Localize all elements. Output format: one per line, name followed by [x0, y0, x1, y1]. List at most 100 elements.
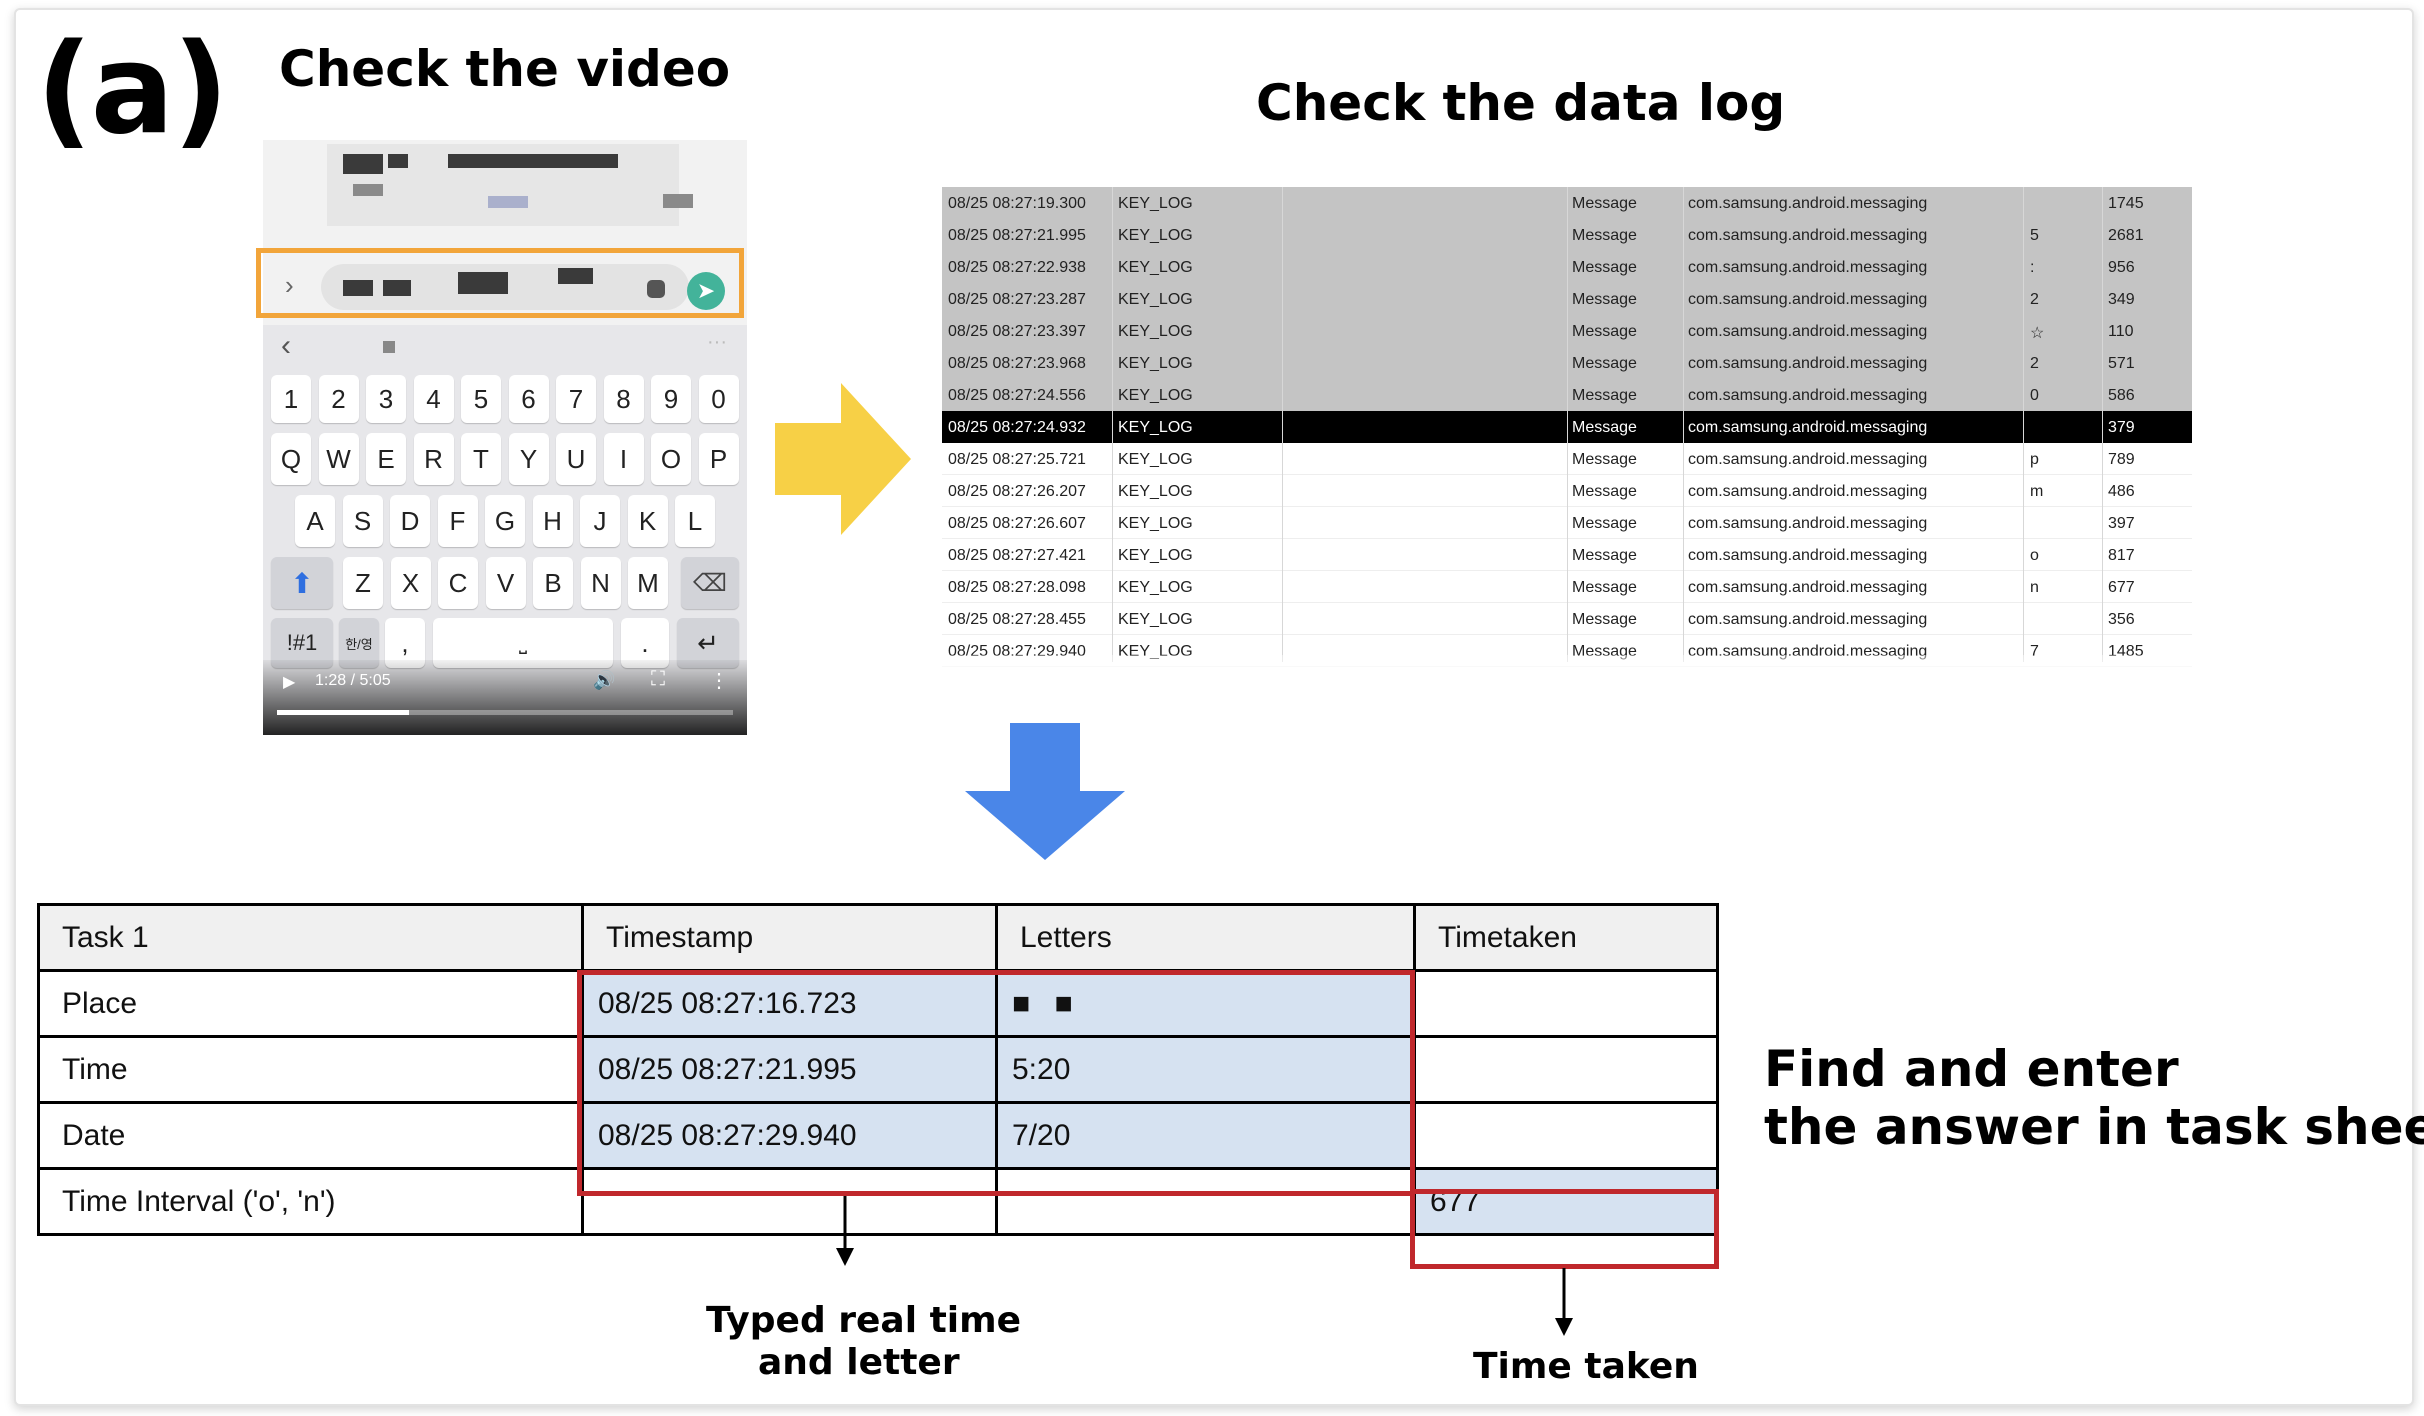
heading-check-log: Check the data log [1256, 74, 1786, 132]
enter-icon: ↵ [697, 627, 719, 658]
log-cell-pkg: com.samsung.android.messaging [1688, 451, 1928, 468]
key-8[interactable]: 8 [603, 375, 644, 423]
log-cell-ts: 08/25 08:27:21.995 [948, 227, 1086, 244]
pixelated-text [343, 154, 383, 174]
timetaken-cell[interactable]: 677 [1413, 1167, 1719, 1236]
row-label: Place [37, 969, 584, 1038]
log-cell-type: KEY_LOG [1118, 579, 1193, 596]
key-y[interactable]: Y [508, 433, 549, 485]
log-column-divider [1112, 187, 1113, 662]
log-cell-type: KEY_LOG [1118, 547, 1193, 564]
language-key[interactable]: 한/영 [339, 618, 379, 668]
backspace-key[interactable]: ⌫ [681, 557, 739, 609]
timestamp-cell[interactable]: 08/25 08:27:21.995 [581, 1035, 998, 1104]
timestamp-cell[interactable]: 08/25 08:27:29.940 [581, 1101, 998, 1170]
letters-cell[interactable]: 5:20 [995, 1035, 1416, 1104]
log-cell-ch: 2 [2030, 355, 2039, 372]
pixelated-text [343, 280, 373, 296]
timestamp-cell[interactable] [581, 1167, 998, 1236]
key-w[interactable]: W [318, 433, 359, 485]
key-e[interactable]: E [366, 433, 406, 485]
log-cell-app: Message [1572, 611, 1637, 628]
key-s[interactable]: S [342, 495, 383, 547]
log-cell-pkg: com.samsung.android.messaging [1688, 515, 1928, 532]
more-icon[interactable]: ··· [707, 331, 727, 353]
log-cell-pkg: com.samsung.android.messaging [1688, 611, 1928, 628]
key-h[interactable]: H [532, 495, 573, 547]
key-c[interactable]: C [438, 557, 478, 609]
period-key[interactable]: . [621, 618, 669, 668]
letters-cell[interactable] [995, 1167, 1416, 1236]
table-row: Time Interval ('o', 'n') 677 [37, 1167, 1719, 1236]
key-6[interactable]: 6 [508, 375, 549, 423]
key-7[interactable]: 7 [556, 375, 596, 423]
back-chevron-icon[interactable]: ‹ [281, 329, 291, 362]
key-o[interactable]: O [651, 433, 691, 485]
play-icon[interactable]: ▶ [283, 674, 296, 691]
key-i[interactable]: I [603, 433, 644, 485]
key-n[interactable]: N [580, 557, 621, 609]
key-p[interactable]: P [698, 433, 739, 485]
key-5[interactable]: 5 [461, 375, 501, 423]
log-cell-ms: 349 [2108, 291, 2135, 308]
heading-check-video: Check the video [279, 40, 731, 98]
log-cell-ch: : [2030, 259, 2035, 276]
log-cell-ts: 08/25 08:27:19.300 [948, 195, 1086, 212]
timetaken-cell[interactable] [1413, 1035, 1719, 1104]
key-1[interactable]: 1 [271, 375, 311, 423]
shift-key[interactable]: ⬆ [271, 557, 333, 609]
key-b[interactable]: B [533, 557, 573, 609]
red-box-timestamp-letters [577, 970, 1415, 1196]
key-k[interactable]: K [627, 495, 668, 547]
space-key[interactable]: ⎵ [433, 618, 613, 668]
key-u[interactable]: U [556, 433, 596, 485]
log-cell-app: Message [1572, 259, 1637, 276]
symbol-key[interactable]: !#1 [271, 618, 333, 668]
timetaken-cell[interactable] [1413, 969, 1719, 1038]
key-r[interactable]: R [413, 433, 454, 485]
key-3[interactable]: 3 [366, 375, 406, 423]
key-x[interactable]: X [390, 557, 431, 609]
video-menu-icon[interactable]: ⋮ [709, 670, 729, 692]
key-v[interactable]: V [485, 557, 526, 609]
log-cell-app: Message [1572, 355, 1637, 372]
key-z[interactable]: Z [343, 557, 383, 609]
log-cell-app: Message [1572, 387, 1637, 404]
log-cell-type: KEY_LOG [1118, 355, 1193, 372]
key-4[interactable]: 4 [413, 375, 454, 423]
pixelated-text [558, 268, 593, 284]
key-a[interactable]: A [295, 495, 335, 547]
pixelated-text [383, 280, 411, 296]
chevron-right-icon[interactable]: › [285, 270, 294, 300]
send-icon[interactable]: ➤ [687, 272, 725, 310]
key-j[interactable]: J [580, 495, 620, 547]
timetaken-cell[interactable] [1413, 1101, 1719, 1170]
heading-find-line2: the answer in task sheet [1764, 1098, 2424, 1156]
volume-icon[interactable]: 🔊 [593, 670, 616, 690]
log-cell-ts: 08/25 08:27:27.421 [948, 547, 1086, 564]
key-l[interactable]: L [675, 495, 715, 547]
sticker-icon[interactable] [647, 280, 665, 298]
log-cell-pkg: com.samsung.android.messaging [1688, 483, 1928, 500]
key-0[interactable]: 0 [698, 375, 739, 423]
enter-key[interactable]: ↵ [677, 618, 739, 668]
pixelated-text [388, 154, 408, 168]
log-cell-ms: 956 [2108, 259, 2135, 276]
key-2[interactable]: 2 [318, 375, 359, 423]
blue-arrow-down [965, 723, 1125, 860]
key-m[interactable]: M [628, 557, 668, 609]
key-d[interactable]: D [390, 495, 430, 547]
letters-cell[interactable]: 7/20 [995, 1101, 1416, 1170]
key-t[interactable]: T [461, 433, 501, 485]
log-cell-app: Message [1572, 547, 1637, 564]
log-cell-app: Message [1572, 419, 1637, 436]
header-timestamp: Timestamp [581, 903, 998, 972]
key-q[interactable]: Q [271, 433, 311, 485]
key-g[interactable]: G [485, 495, 525, 547]
key-f[interactable]: F [437, 495, 478, 547]
video-progress-track[interactable] [277, 710, 733, 715]
fullscreen-icon[interactable]: ⛶ [651, 668, 665, 690]
comma-key[interactable]: , [385, 618, 425, 668]
log-cell-ch: o [2030, 547, 2039, 564]
key-9[interactable]: 9 [651, 375, 691, 423]
